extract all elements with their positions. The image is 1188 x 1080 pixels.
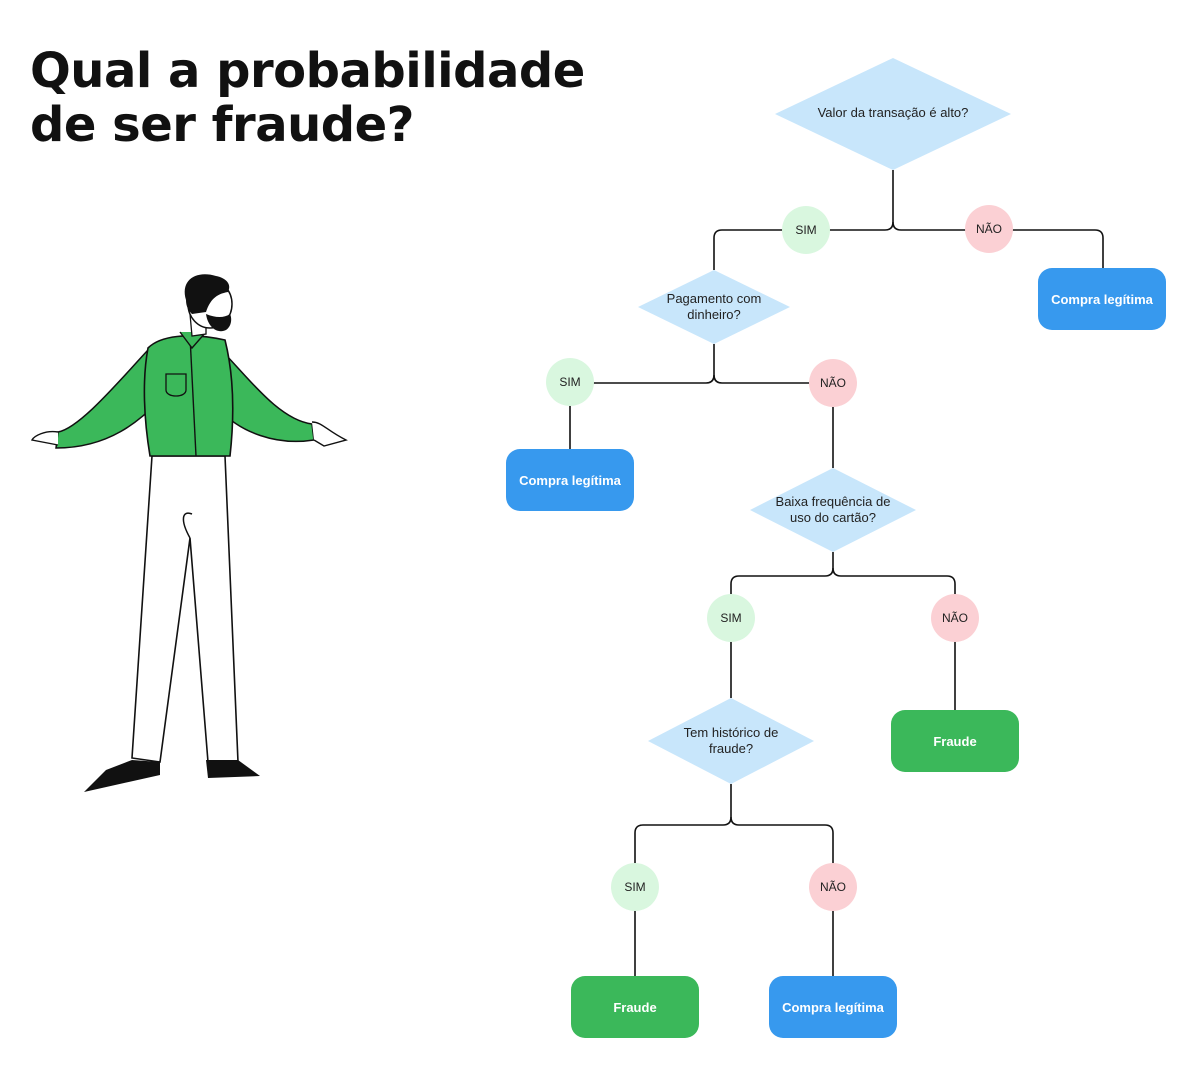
decision-diamond-2 [638, 270, 790, 344]
page-title: Qual a probabilidade de ser fraude? [30, 44, 585, 152]
decision-2-text: Pagamento com dinheiro? [666, 291, 762, 322]
branch-nao-2: NÃO [809, 359, 857, 407]
decision-diamond-1 [775, 58, 1011, 170]
title-line-1: Qual a probabilidade [30, 43, 585, 99]
branch-sim-3: SIM [707, 594, 755, 642]
decision-3-text: Baixa frequência de uso do cartão? [775, 494, 891, 525]
decision-1-text: Valor da transação é alto? [817, 105, 969, 120]
decision-diamond-3 [750, 468, 916, 552]
branch-sim-2: SIM [546, 358, 594, 406]
decision-diamond-4 [648, 698, 814, 784]
outcome-fraud-2: Fraude [571, 976, 699, 1038]
outcome-legit-2: Compra legítima [506, 449, 634, 511]
decision-4-text: Tem histórico de fraude? [683, 725, 779, 756]
outcome-fraud-1: Fraude [891, 710, 1019, 772]
branch-nao-4: NÃO [809, 863, 857, 911]
branch-nao-1: NÃO [965, 205, 1013, 253]
title-line-2: de ser fraude? [30, 97, 415, 153]
branch-sim-1: SIM [782, 206, 830, 254]
outcome-legit-1: Compra legítima [1038, 268, 1166, 330]
branch-nao-3: NÃO [931, 594, 979, 642]
branch-sim-4: SIM [611, 863, 659, 911]
person-illustration [30, 274, 348, 792]
outcome-legit-3: Compra legítima [769, 976, 897, 1038]
